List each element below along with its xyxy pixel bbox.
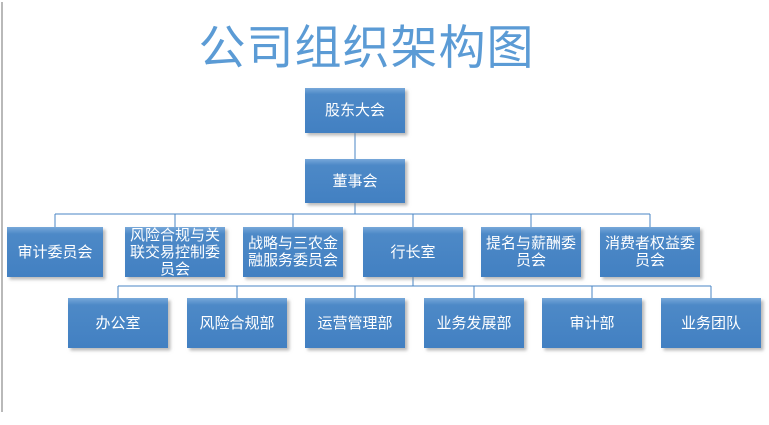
node-general-office[interactable]: 办公室 <box>68 298 168 348</box>
node-consumer-rights-committee[interactable]: 消费者权益委员会 <box>600 227 700 277</box>
node-audit-dept[interactable]: 审计部 <box>542 298 642 348</box>
node-audit-committee[interactable]: 审计委员会 <box>7 227 103 277</box>
node-presidents-office[interactable]: 行长室 <box>363 227 463 277</box>
node-operations-management-dept[interactable]: 运营管理部 <box>305 298 405 348</box>
node-shareholders-meeting[interactable]: 股东大会 <box>305 88 405 133</box>
node-risk-compliance-related-transactions-committee[interactable]: 风险合规与关联交易控制委员会 <box>125 227 225 278</box>
node-business-development-dept[interactable]: 业务发展部 <box>424 298 524 348</box>
node-board-of-directors[interactable]: 董事会 <box>305 159 405 203</box>
slide-edge <box>1 2 3 412</box>
node-nomination-remuneration-committee[interactable]: 提名与薪酬委员会 <box>481 227 581 277</box>
node-strategy-rural-finance-committee[interactable]: 战略与三农金融服务委员会 <box>243 227 343 277</box>
org-chart-title: 公司组织架构图 <box>198 23 535 75</box>
node-business-team[interactable]: 业务团队 <box>661 298 761 348</box>
node-risk-compliance-dept[interactable]: 风险合规部 <box>187 298 287 348</box>
